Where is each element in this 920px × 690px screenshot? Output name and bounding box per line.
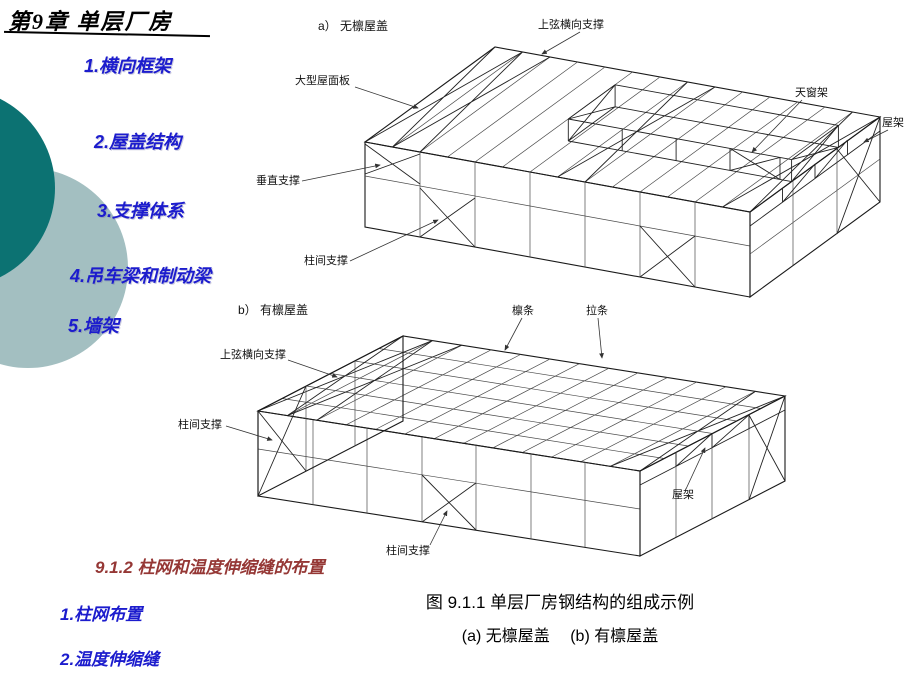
drawing-a-svg: a） 无檩屋盖 上弦横向支撑 大型屋面板 天窗架 屋架 垂直支撑 柱间支撑 (256, 17, 904, 299)
label-roof-truss-a: 屋架 (882, 116, 904, 129)
drawing-b-wireframe (256, 335, 787, 557)
label-column-bracing-a: 柱间支撑 (304, 253, 348, 267)
figure-caption-line1: 图 9.1.1 单层厂房钢结构的组成示例 (425, 593, 695, 612)
label-tie-rod: 拉条 (586, 303, 608, 317)
drawing-a-wireframe (363, 46, 882, 299)
part-b-title: b） 有檩屋盖 (238, 302, 308, 317)
section-heading: 9.1.2 柱网和温度伸缩缝的布置 (95, 558, 325, 577)
chapter-title: 第9章 单层厂房 (8, 9, 173, 34)
label-top-chord-bracing-a: 上弦横向支撑 (538, 17, 604, 31)
figure-caption-line2: (a) 无檩屋盖 (b) 有檩屋盖 (461, 628, 659, 645)
drawing-a: a） 无檩屋盖 上弦横向支撑 大型屋面板 天窗架 屋架 垂直支撑 柱间支撑 (250, 12, 910, 302)
drawing-b-svg: b） 有檩屋盖 檩条 拉条 上弦横向支撑 柱间支撑 屋架 柱间支撑 (178, 302, 787, 557)
section-item-expansion-joint: 2.温度伸缩缝 (60, 650, 160, 669)
drawing-a-leaders (301, 31, 889, 262)
menu-item-bracing: 3.支撑体系 (97, 201, 185, 221)
label-top-chord-bracing-b: 上弦横向支撑 (220, 347, 286, 361)
label-skylight-truss: 天窗架 (795, 85, 828, 99)
menu-item-wall-frame: 5.墙架 (68, 316, 120, 336)
menu-item-roof: 2.屋盖结构 (94, 132, 182, 152)
menu-item-frame: 1.横向框架 (84, 56, 172, 76)
label-roof-truss-b: 屋架 (672, 488, 694, 501)
part-a-title: a） 无檩屋盖 (318, 18, 388, 33)
label-large-roof-panel: 大型屋面板 (295, 73, 350, 87)
menu-item-crane-girder: 4.吊车梁和制动梁 (70, 266, 212, 286)
drawing-b: b） 有檩屋盖 檩条 拉条 上弦横向支撑 柱间支撑 屋架 柱间支撑 (140, 298, 820, 568)
label-column-bracing-left: 柱间支撑 (178, 417, 222, 431)
section-item-column-grid: 1.柱网布置 (60, 605, 143, 624)
label-column-bracing-mid: 柱间支撑 (386, 543, 430, 557)
figure-caption: 图 9.1.1 单层厂房钢结构的组成示例 (a) 无檩屋盖 (b) 有檩屋盖 (350, 588, 770, 646)
label-vertical-bracing: 垂直支撑 (256, 173, 300, 187)
drawing-b-leaders (225, 317, 706, 546)
label-purlin: 檩条 (512, 303, 534, 317)
